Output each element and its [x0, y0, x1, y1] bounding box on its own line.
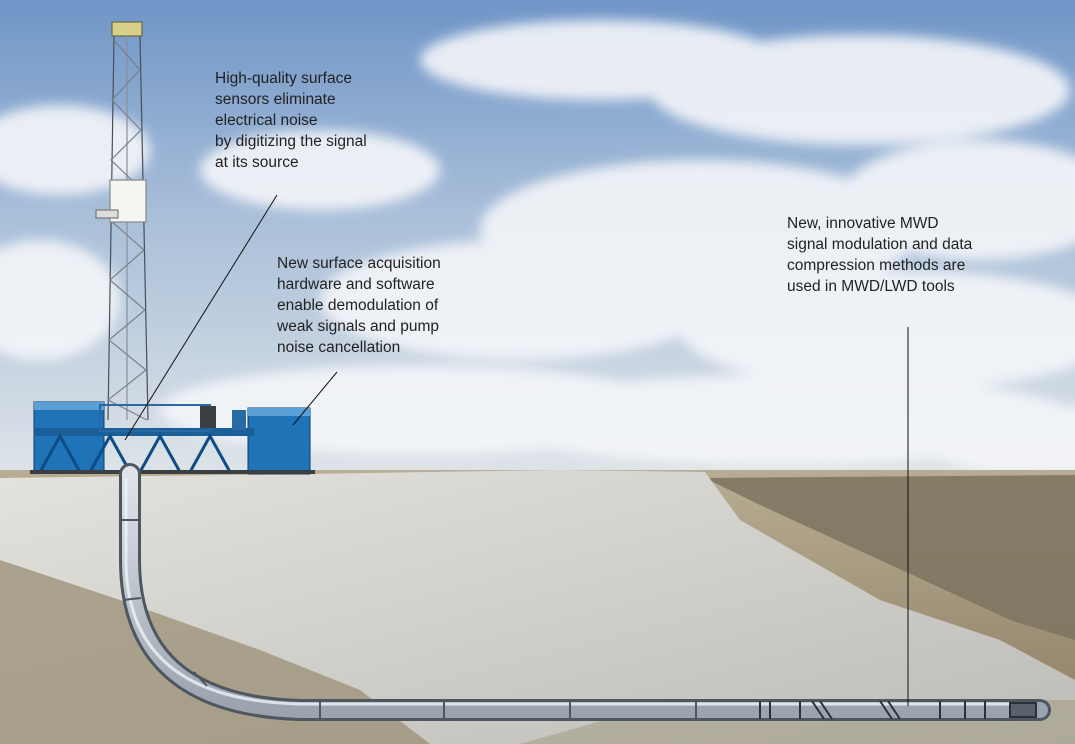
clouds	[0, 20, 1075, 475]
dark-rock-right	[705, 475, 1075, 640]
leader-lines	[124, 194, 909, 706]
callout-mwd-modulation: New, innovative MWD signal modulation an…	[787, 215, 973, 295]
ground-shadow-left	[0, 560, 430, 744]
callout-surface-acquisition: New surface acquisition hardware and sof…	[277, 255, 441, 356]
derrick-mast	[95, 21, 149, 421]
leader-line-sensors	[124, 194, 278, 441]
rig-base	[30, 401, 315, 475]
mwd-lwd-tool-string	[759, 700, 1037, 720]
leader-line-acquisition	[292, 371, 338, 426]
drill-pipe	[119, 463, 1051, 721]
callout-surface-sensors: High-quality surface sensors eliminate e…	[215, 70, 367, 171]
